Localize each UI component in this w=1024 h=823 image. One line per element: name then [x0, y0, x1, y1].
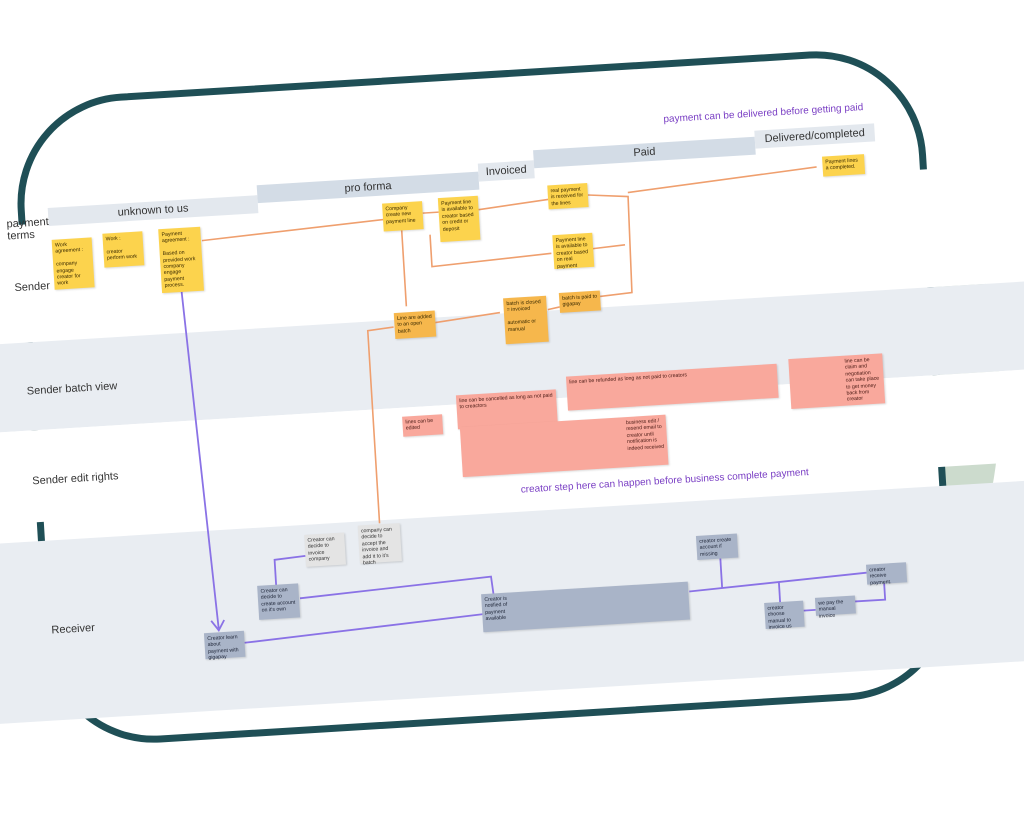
note-payment-line-real[interactable]: Payment line is available to creator bas…: [552, 232, 595, 270]
note-batch-paid[interactable]: batch is paid to gigapay: [558, 290, 601, 313]
note-creator-decide-invoice[interactable]: Creator can decide to invoice company: [304, 532, 347, 567]
note-creator-decide-account[interactable]: Creator can decide to create account on …: [257, 583, 301, 620]
note-payment-line-available[interactable]: Payment line is available to creator bas…: [437, 195, 481, 243]
note-lines-edited[interactable]: lines can be edited: [402, 414, 444, 437]
note-claim[interactable]: line can be claim and negotiation can ta…: [788, 353, 886, 409]
note-creator-receive[interactable]: creator receive payment.: [865, 562, 908, 586]
note-creator-choose-manual[interactable]: creator choose manual to invoice us: [764, 600, 805, 631]
note-creator-create-account[interactable]: creator create account if missing: [695, 533, 739, 560]
note-we-pay-manual[interactable]: we pay the manual invoice: [814, 595, 856, 619]
note-company-accept[interactable]: company can decide to accept the invoice…: [357, 523, 402, 566]
note-work-agreement[interactable]: Work agreement : company engage creator …: [51, 237, 95, 290]
note-work[interactable]: Work : creator perform work: [102, 231, 145, 268]
note-payment-lines-completed[interactable]: Payment lines a completed.: [821, 154, 866, 177]
note-line-added-batch[interactable]: Line are added to an open batch: [393, 310, 437, 340]
note-real-payment[interactable]: real payment is received for the lines: [547, 183, 589, 210]
note-company-create[interactable]: Company create new payment line: [382, 201, 424, 232]
note-payment-agreement[interactable]: Payment agreement : Based on provided wo…: [158, 226, 205, 294]
note-creator-learn[interactable]: Creator learn about payment with gigapay: [203, 630, 246, 661]
note-batch-closed[interactable]: batch is closed = invoiced automatic or …: [503, 295, 549, 345]
